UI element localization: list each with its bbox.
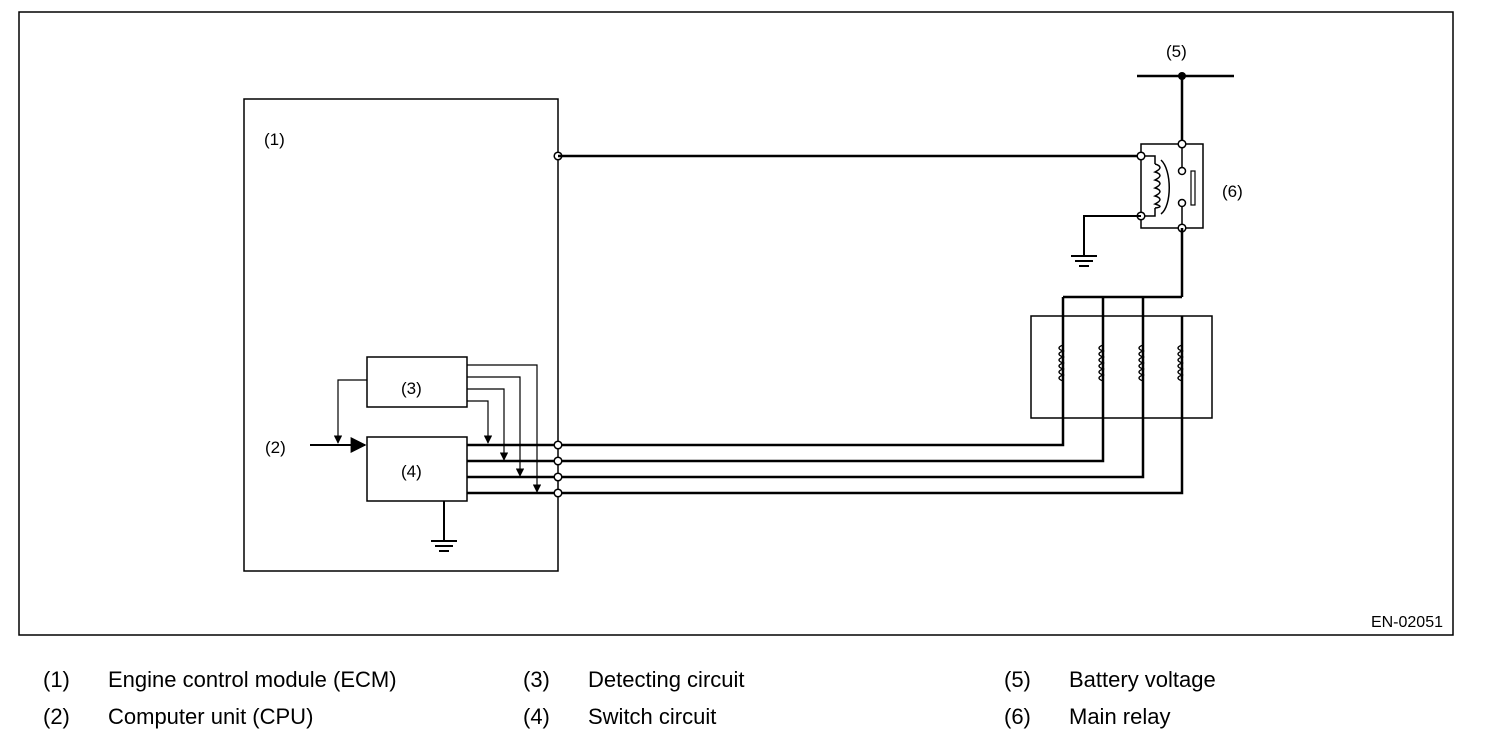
legend-num: (2) — [43, 704, 70, 729]
legend-text: Battery voltage — [1069, 667, 1216, 692]
cpu-label: (2) — [265, 438, 286, 457]
detect-feedback-wire — [333, 379, 367, 444]
legend-num: (5) — [1004, 667, 1031, 692]
switch-circuit-label: (4) — [401, 462, 422, 481]
injector-wires — [467, 316, 1184, 495]
injector-coil-3 — [1138, 316, 1145, 418]
ecm-connector-pins — [553, 151, 563, 498]
legend-num: (6) — [1004, 704, 1031, 729]
main-relay-label: (6) — [1222, 182, 1243, 201]
switch-circuit-box — [366, 436, 468, 502]
ecm-label: (1) — [264, 130, 285, 149]
legend-text: Detecting circuit — [588, 667, 745, 692]
sense-wires — [467, 364, 542, 493]
figure-frame — [18, 11, 1454, 636]
legend-text: Main relay — [1069, 704, 1171, 729]
injector-coils — [1058, 316, 1184, 418]
injectors-box — [1030, 315, 1213, 419]
injector-coil-4 — [1177, 316, 1184, 418]
legend-text: Switch circuit — [588, 704, 717, 729]
injector-supply-bus — [1061, 228, 1184, 316]
figure-code: EN-02051 — [1371, 614, 1443, 631]
legend-num: (4) — [523, 704, 550, 729]
legend-num: (3) — [523, 667, 550, 692]
wiring-diagram: (1) (3) (4) (2) (5) — [18, 11, 1454, 636]
relay-ground-symbol — [1071, 215, 1141, 267]
main-relay — [1136, 139, 1204, 233]
switch-ground-symbol — [431, 501, 457, 552]
legend: (1) Engine control module (ECM) (2) Comp… — [0, 660, 1504, 740]
detecting-circuit-label: (3) — [401, 379, 422, 398]
detecting-circuit-box — [366, 356, 468, 408]
injector-coil-2 — [1098, 316, 1105, 418]
legend-num: (1) — [43, 667, 70, 692]
ecm-box — [243, 98, 559, 572]
injector-coil-1 — [1058, 316, 1065, 418]
legend-text: Engine control module (ECM) — [108, 667, 397, 692]
legend-text: Computer unit (CPU) — [108, 704, 314, 729]
battery-voltage-label: (5) — [1166, 42, 1187, 61]
